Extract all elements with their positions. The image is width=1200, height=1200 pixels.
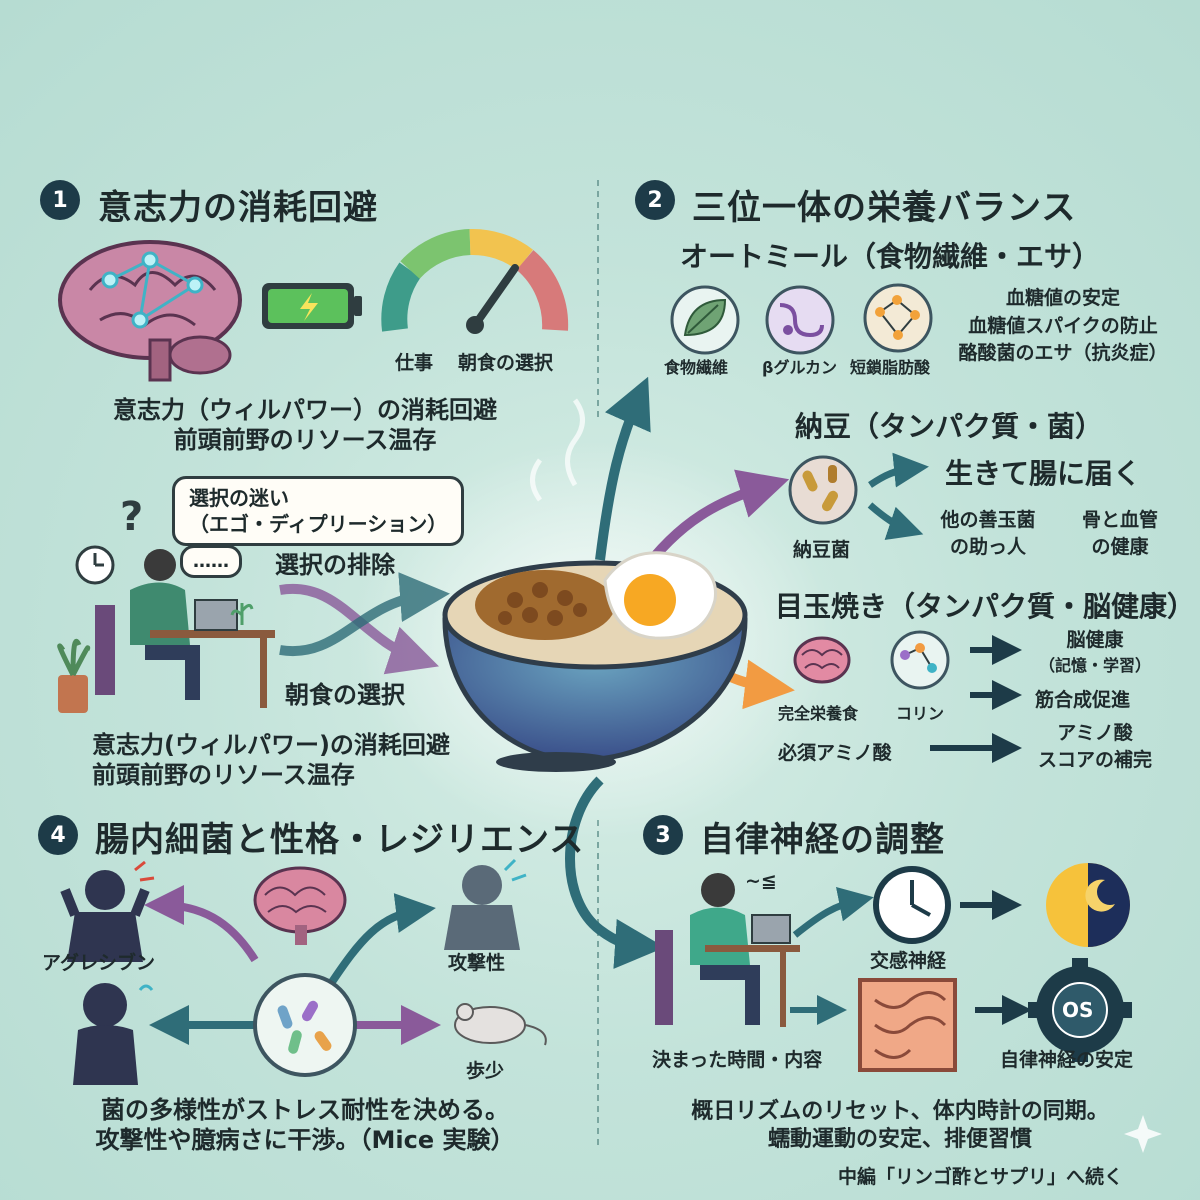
natto-benefit-b-2: の健康 xyxy=(1091,536,1149,558)
natto-benefit-main: 生きて腸に届く xyxy=(945,457,1142,490)
arrow-natto-sub xyxy=(867,502,924,540)
natto-benefit-b-1: 骨と血管 xyxy=(1081,509,1158,531)
section-2-title: 三位一体の栄養バランス xyxy=(692,188,1077,228)
s3-desc-line-1: 概日リズムのリセット、体内時計の同期。 xyxy=(691,1099,1109,1124)
section-1-desc-top: 意志力（ウィルパワー）の消耗回避 前頭前野のリソース温存 xyxy=(90,395,520,455)
svg-text:?: ? xyxy=(120,494,143,540)
oatmeal-title: オートミール（食物繊維・エサ） xyxy=(680,240,1101,273)
amino-label: 必須アミノ酸 xyxy=(778,742,892,764)
section-3-desc: 概日リズムのリセット、体内時計の同期。 蠕動運動の安定、排便習慣 xyxy=(620,1098,1180,1153)
section-3-title: 自律神経の調整 xyxy=(700,820,945,860)
bacteria-icon xyxy=(788,455,858,525)
egg-icon-label-complete: 完全栄養食 xyxy=(778,704,859,723)
egg-benefit-brain-1: 脳健康 xyxy=(1066,629,1124,651)
natto-title: 納豆（タンパク質・菌） xyxy=(795,410,1104,443)
sparkle-icon xyxy=(1124,1115,1162,1153)
s3-os-text: OS xyxy=(1062,998,1094,1022)
anxious-person-icon xyxy=(73,983,154,1085)
crying-person-icon xyxy=(444,858,527,950)
natto-benefit-a-1: 他の善玉菌 xyxy=(940,509,1036,531)
egg-icon-label-choline: コリン xyxy=(896,704,945,723)
arrow-to-oatmeal xyxy=(595,376,651,561)
angry-person-icon xyxy=(60,860,155,962)
os-gear-icon xyxy=(1028,958,1132,1062)
section-1-number: 1 xyxy=(40,180,80,220)
egg-benefit-amino-1: アミノ酸 xyxy=(1057,722,1133,744)
egg-benefit-brain-2: （記憶・学習） xyxy=(1038,656,1151,675)
arrow-natto-main xyxy=(868,452,929,488)
footer-continued: 中編「リンゴ酢とサプリ」へ続く xyxy=(838,1166,1124,1188)
oat-benefit-1: 血糖値の安定 xyxy=(1005,287,1120,309)
desc-bottom-line-2: 前頭前野のリソース温存 xyxy=(92,761,355,789)
oat-icon-label-fiber: 食物繊維 xyxy=(664,358,729,377)
gauge-label-work: 仕事 xyxy=(395,352,434,374)
oat-benefit-3: 酪酸菌のエサ（抗炎症） xyxy=(958,342,1168,365)
molecule-icon xyxy=(863,283,933,353)
gauge-label-breakfast: 朝食の選択 xyxy=(458,352,554,374)
egg-benefit-muscle: 筋合成促進 xyxy=(1035,689,1131,711)
s4-label-mouse: 歩少 xyxy=(466,1060,505,1082)
bubble-line-2: （エゴ・ディプリーション） xyxy=(189,512,448,536)
leaf-icon xyxy=(670,285,740,355)
natto-benefit-a: 他の善玉菌 の助っ人 xyxy=(918,505,1058,559)
section-3-number: 3 xyxy=(643,815,683,855)
beta-glucan-icon xyxy=(765,285,835,355)
egg-benefit-amino: アミノ酸 スコアの補完 xyxy=(1010,718,1180,772)
egg-benefit-brain: 脳健康 （記憶・学習） xyxy=(1020,625,1170,676)
s4-label-attack: 攻撃性 xyxy=(448,952,506,974)
natto-benefit-b: 骨と血管 の健康 xyxy=(1065,505,1175,559)
gauge-icon xyxy=(381,228,569,334)
s4-desc-line-2: 攻撃性や臆病さに干渉。（Mice 実験） xyxy=(95,1126,515,1154)
arrow-to-autonomic xyxy=(565,776,665,969)
flow-label-elimination: 選択の排除 xyxy=(275,551,395,579)
desc-top-line-2: 前頭前野のリソース温存 xyxy=(173,426,437,454)
egg-title: 目玉焼き（タンパク質・脳健康） xyxy=(775,590,1196,623)
natto-benefit-a-2: の助っ人 xyxy=(949,536,1026,558)
oat-icon-label-glucan: βグルカン xyxy=(762,358,837,377)
small-brain-icon xyxy=(793,636,851,684)
brain-icon xyxy=(58,240,242,382)
egg-benefit-amino-2: スコアの補完 xyxy=(1037,749,1152,771)
arrow-s4-attack xyxy=(326,893,436,988)
s3-label-sympathetic: 交感神経 xyxy=(870,950,947,972)
speech-bubble-dilemma: 選択の迷い （エゴ・ディプリーション） xyxy=(172,476,465,546)
arrow-s4-aggressive xyxy=(144,885,259,963)
section-4-title: 腸内細菌と性格・レジリエンス xyxy=(95,820,585,860)
s3-label-stable: 自律神経の安定 xyxy=(1000,1049,1134,1071)
natto-icon-label: 納豆菌 xyxy=(793,539,851,561)
sun-moon-icon xyxy=(1046,863,1130,947)
arrow-s3-clock xyxy=(792,886,874,938)
speech-bubble-ellipsis: …… xyxy=(180,545,242,579)
section-1-desc-bottom: 意志力(ウィルパワー)の消耗回避 前頭前野のリソース温存 xyxy=(92,730,450,790)
section-4-desc: 菌の多様性がストレス耐性を決める。 攻撃性や臆病さに干渉。（Mice 実験） xyxy=(45,1095,565,1155)
person-laptop-icon xyxy=(655,873,800,1027)
intestine-icon xyxy=(858,978,957,1072)
oat-benefits: 血糖値の安定 血糖値スパイクの防止 酪酸菌のエサ（抗炎症） xyxy=(948,285,1178,368)
oat-icon-label-scfa: 短鎖脂肪酸 xyxy=(850,358,931,377)
bowl-icon xyxy=(442,398,748,772)
mouse-icon xyxy=(454,1003,547,1046)
oat-benefit-2: 血糖値スパイクの防止 xyxy=(968,314,1158,337)
clock-icon xyxy=(873,866,951,944)
s4-brain-icon xyxy=(253,866,347,945)
section-2-number: 2 xyxy=(635,180,675,220)
s3-desc-line-2: 蠕動運動の安定、排便習慣 xyxy=(767,1126,1032,1152)
s4-label-aggressive: アグレシブン xyxy=(42,952,156,974)
arrow-choice-top xyxy=(279,572,450,657)
s4-desc-line-1: 菌の多様性がストレス耐性を決める。 xyxy=(101,1096,509,1124)
gut-bacteria-icon xyxy=(253,973,357,1077)
section-1-title: 意志力の消耗回避 xyxy=(98,188,378,228)
desc-bottom-line-1: 意志力(ウィルパワー)の消耗回避 xyxy=(92,731,450,759)
s3-label-time: 決まった時間・内容 xyxy=(652,1049,823,1071)
person-at-desk-icon: ? xyxy=(57,494,275,713)
desc-top-line-1: 意志力（ウィルパワー）の消耗回避 xyxy=(113,396,497,424)
bubble-line-1: 選択の迷い xyxy=(189,486,289,510)
flow-label-breakfast: 朝食の選択 xyxy=(285,681,405,709)
battery-icon xyxy=(262,283,362,329)
choline-icon xyxy=(890,630,950,690)
section-4-number: 4 xyxy=(38,815,78,855)
arrow-choice-bottom xyxy=(279,583,439,675)
s3-zzz: ~≦ xyxy=(745,870,777,892)
